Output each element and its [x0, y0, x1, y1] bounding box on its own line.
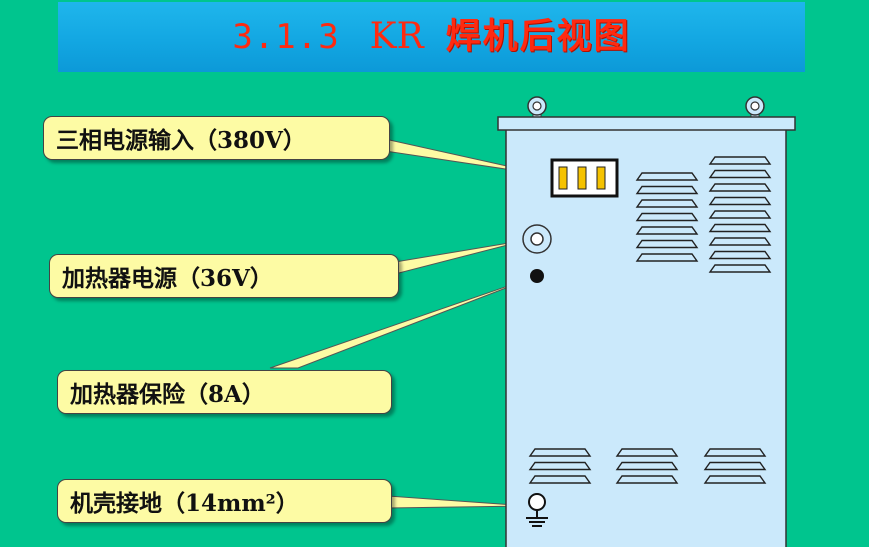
vent-louvre [708, 223, 772, 233]
heater-power-socket [522, 224, 552, 254]
vent-louvre [708, 210, 772, 219]
heater-fuse [530, 269, 544, 283]
terminal-pin [577, 166, 587, 190]
heater-fuse-text: 加热器保险（8A） [70, 381, 265, 408]
heater-power-label: 加热器电源（36V） [49, 254, 399, 298]
heater-power-text: 加热器电源（36V） [62, 265, 273, 292]
heater-fuse-pointer [269, 275, 538, 369]
vent-louvre [528, 461, 592, 471]
heater-fuse-label: 加热器保险（8A） [57, 370, 392, 414]
vent-louvre [615, 448, 679, 457]
title-model: KR [369, 16, 424, 57]
power-input-text: 三相电源输入（380V） [56, 127, 306, 154]
vent-louvre [703, 448, 767, 457]
vent-louvre [615, 475, 679, 484]
ground-text: 机壳接地（14mm²） [70, 490, 299, 517]
vent-louvre [703, 475, 767, 484]
terminal-pin [558, 166, 568, 190]
title-number: 3.1.3 [232, 17, 340, 57]
ground-icon [526, 493, 548, 527]
vent-louvre [708, 169, 772, 179]
vent-louvre [528, 475, 592, 484]
vent-louvre [635, 212, 699, 222]
power-input-label: 三相电源输入（380V） [43, 116, 390, 160]
title-text: 焊机后视图 [445, 17, 631, 57]
terminal-pin [596, 166, 606, 190]
cabinet-lid [497, 116, 796, 131]
page-title: 3.1.3 KR 焊机后视图 [232, 19, 630, 55]
title-bar: 3.1.3 KR 焊机后视图 [58, 2, 805, 72]
vent-louvre [708, 196, 772, 206]
power-terminal-block [550, 158, 619, 198]
lifting-eye-right [745, 96, 765, 121]
vent-louvre [708, 183, 772, 192]
ground-label: 机壳接地（14mm²） [57, 479, 392, 523]
vent-grilles [528, 156, 772, 484]
vent-louvre [615, 461, 679, 471]
vent-louvre [708, 250, 772, 260]
vent-louvre [635, 185, 699, 195]
vent-louvre [635, 172, 699, 181]
vent-louvre [703, 461, 767, 471]
vent-louvre [528, 448, 592, 457]
vent-louvre [708, 156, 772, 165]
vent-louvre [708, 237, 772, 246]
vent-louvre [635, 239, 699, 249]
vent-louvre [635, 199, 699, 208]
vent-louvre [635, 226, 699, 235]
vent-louvre [635, 253, 699, 262]
vent-louvre [708, 264, 772, 273]
